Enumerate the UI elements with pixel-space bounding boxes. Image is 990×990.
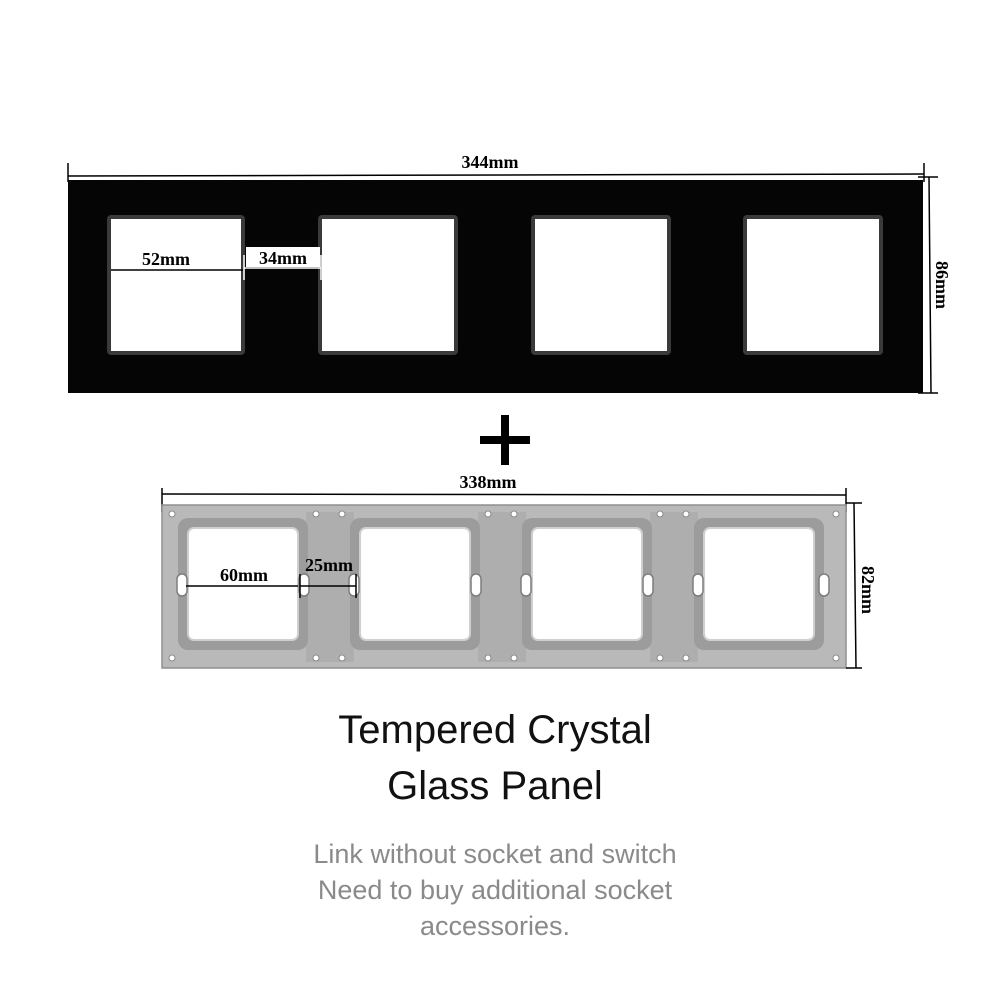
glass-window-label: 52mm — [142, 249, 190, 269]
glass-gap-label: 34mm — [259, 248, 307, 268]
frame-window-1 — [178, 518, 308, 650]
frame-width-label: 338mm — [460, 472, 517, 492]
frame-window-2 — [350, 518, 480, 650]
note-line-1: Link without socket and switch — [313, 839, 677, 869]
plus-icon — [480, 415, 530, 465]
glass-window-dimension: 52mm — [111, 249, 243, 271]
frame-screw-holes — [168, 510, 840, 662]
glass-window-2 — [318, 215, 458, 355]
note-line-3: accessories. — [419, 911, 571, 941]
glass-height-dimension: 86mm — [918, 176, 952, 394]
frame-width-dimension: 338mm — [161, 472, 847, 512]
frame-gap-dimension: 25mm — [299, 555, 357, 598]
frame-window-dimension: 60mm — [186, 565, 298, 587]
frame-height-label: 82mm — [858, 566, 878, 614]
glass-panel — [68, 180, 923, 393]
frame-window-3 — [522, 518, 652, 650]
glass-height-label: 86mm — [932, 261, 952, 309]
glass-width-dimension: 344mm — [67, 152, 925, 182]
title-line-1: Tempered Crystal — [338, 708, 652, 752]
glass-window-1 — [107, 215, 245, 355]
frame-window-label: 60mm — [220, 565, 268, 585]
frame-gap-label: 25mm — [305, 555, 353, 575]
title-line-2: Glass Panel — [387, 764, 603, 808]
frame-window-4 — [694, 518, 824, 650]
glass-width-label: 344mm — [462, 152, 519, 172]
glass-window-3 — [531, 215, 671, 355]
glass-window-4 — [743, 215, 883, 355]
note-line-2: Need to buy additional socket — [317, 875, 673, 905]
glass-gap-dimension: 34mm — [243, 247, 322, 280]
frame-height-dimension: 82mm — [846, 502, 878, 669]
